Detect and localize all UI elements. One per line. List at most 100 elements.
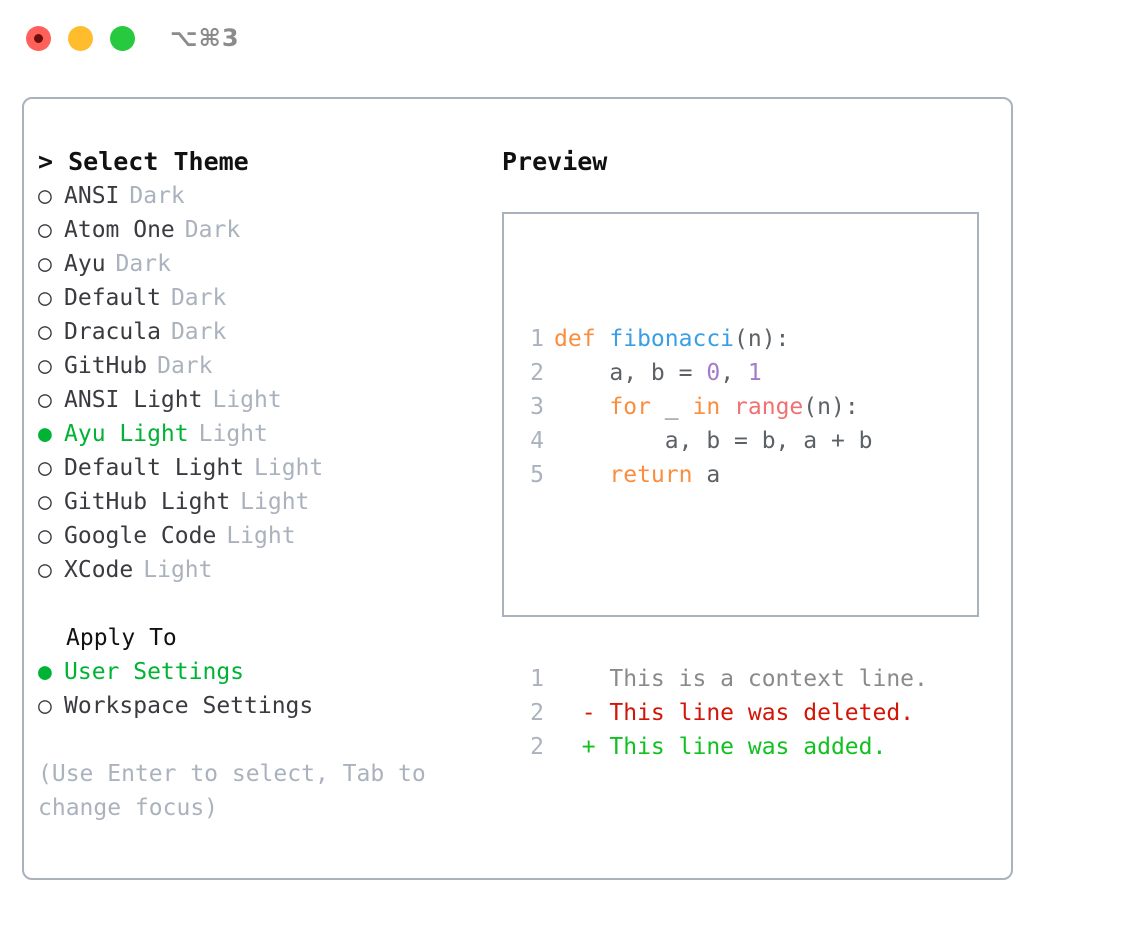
preview-title: Preview bbox=[502, 147, 608, 176]
apply-to-option[interactable]: ○ Workspace Settings bbox=[38, 689, 488, 723]
code-token: def bbox=[554, 326, 610, 352]
theme-list-item[interactable]: ○ Ayu Dark bbox=[38, 247, 488, 281]
apply-to-list[interactable]: ● User Settings ○ Workspace Settings bbox=[38, 655, 488, 723]
theme-list-item[interactable]: ○ GitHub Dark bbox=[38, 349, 488, 383]
code-token: (n): bbox=[734, 326, 790, 352]
diff-marker: + bbox=[554, 734, 596, 760]
theme-name-label: Ayu bbox=[64, 251, 106, 277]
diff-line: 1 This is a context line. bbox=[516, 662, 971, 696]
line-number: 5 bbox=[530, 462, 544, 488]
theme-name-label: ANSI Light bbox=[64, 387, 203, 413]
radio-unselected-icon: ○ bbox=[38, 489, 52, 515]
keyboard-hint-text: (Use Enter to select, Tab to change focu… bbox=[38, 761, 440, 821]
close-dot-icon[interactable] bbox=[26, 26, 51, 51]
code-line: 2 a, b = 0, 1 bbox=[516, 356, 971, 390]
apply-to-header: Apply To bbox=[66, 625, 177, 651]
code-token: a, b = b, a + b bbox=[554, 428, 873, 454]
line-number: 1 bbox=[530, 666, 544, 692]
title-bar: ⌥⌘3 bbox=[0, 0, 1140, 78]
code-diff-separator bbox=[516, 560, 971, 594]
radio-unselected-icon: ○ bbox=[38, 353, 52, 379]
radio-unselected-icon: ○ bbox=[38, 693, 52, 719]
keyboard-shortcut-label: ⌥⌘3 bbox=[170, 24, 240, 52]
code-token: range bbox=[734, 394, 804, 420]
theme-name-label: Ayu Light bbox=[64, 421, 189, 447]
theme-kind-label: Dark bbox=[157, 353, 213, 379]
code-token: a, b = bbox=[554, 360, 707, 386]
code-line: 4 a, b = b, a + b bbox=[516, 424, 971, 458]
radio-unselected-icon: ○ bbox=[38, 557, 52, 583]
theme-name-label: Default bbox=[64, 285, 161, 311]
theme-kind-label: Dark bbox=[170, 319, 227, 345]
diff-line: 2 - This line was deleted. bbox=[516, 696, 971, 730]
code-token: 1 bbox=[747, 360, 762, 386]
code-token: return bbox=[609, 462, 693, 488]
theme-list-item[interactable]: ○ ANSI Light Light bbox=[38, 383, 488, 417]
diff-sample: 1 This is a context line.2 - This line w… bbox=[516, 662, 971, 764]
theme-kind-label: Light bbox=[226, 523, 296, 549]
theme-name-label: GitHub bbox=[64, 353, 148, 379]
theme-list-item[interactable]: ○ GitHub Light Light bbox=[38, 485, 488, 519]
minimize-dot-icon[interactable] bbox=[68, 26, 93, 51]
line-number: 3 bbox=[530, 394, 544, 420]
theme-kind-label: Light bbox=[143, 557, 213, 583]
theme-kind-label: Dark bbox=[129, 183, 185, 209]
apply-to-option[interactable]: ● User Settings bbox=[38, 655, 488, 689]
select-theme-header: > Select Theme bbox=[38, 147, 249, 176]
code-token: for bbox=[609, 394, 651, 420]
radio-unselected-icon: ○ bbox=[38, 285, 52, 311]
line-number: 2 bbox=[530, 734, 544, 760]
code-token: fibonacci bbox=[609, 326, 735, 352]
theme-name-label: Default Light bbox=[64, 455, 245, 481]
code-token: (n): bbox=[803, 394, 859, 420]
theme-kind-label: Light bbox=[198, 421, 268, 447]
window-controls bbox=[26, 26, 135, 51]
radio-unselected-icon: ○ bbox=[38, 251, 52, 277]
theme-name-label: Dracula bbox=[64, 319, 161, 345]
diff-marker: - bbox=[554, 700, 596, 726]
radio-unselected-icon: ○ bbox=[38, 387, 52, 413]
theme-kind-label: Light bbox=[254, 455, 324, 481]
code-token: _ bbox=[650, 394, 693, 420]
line-number: 4 bbox=[530, 428, 544, 454]
radio-selected-icon: ● bbox=[38, 421, 52, 447]
theme-name-label: Google Code bbox=[64, 523, 217, 549]
radio-unselected-icon: ○ bbox=[38, 217, 52, 243]
theme-kind-label: Light bbox=[240, 489, 310, 515]
code-line: 3 for _ in range(n): bbox=[516, 390, 971, 424]
theme-name-label: XCode bbox=[64, 557, 134, 583]
apply-to-label: User Settings bbox=[64, 659, 245, 685]
line-number: 1 bbox=[530, 326, 544, 352]
theme-name-label: GitHub Light bbox=[64, 489, 231, 515]
code-token bbox=[554, 394, 609, 420]
maximize-dot-icon[interactable] bbox=[110, 26, 135, 51]
theme-list-item[interactable]: ○ XCode Light bbox=[38, 553, 488, 587]
theme-list-item[interactable]: ● Ayu Light Light bbox=[38, 417, 488, 451]
theme-kind-label: Dark bbox=[115, 251, 171, 277]
radio-unselected-icon: ○ bbox=[38, 523, 52, 549]
diff-marker bbox=[554, 666, 596, 692]
code-token bbox=[720, 394, 734, 420]
line-number: 2 bbox=[530, 360, 544, 386]
theme-name-label: ANSI bbox=[64, 183, 120, 209]
section-spacer bbox=[38, 587, 488, 621]
radio-selected-icon: ● bbox=[38, 659, 52, 685]
radio-unselected-icon: ○ bbox=[38, 183, 52, 209]
code-token: , bbox=[720, 360, 748, 386]
theme-list-item[interactable]: ○ ANSI Dark bbox=[38, 179, 488, 213]
code-line: 5 return a bbox=[516, 458, 971, 492]
theme-list-item[interactable]: ○ Dracula Dark bbox=[38, 315, 488, 349]
theme-kind-label: Light bbox=[212, 387, 282, 413]
theme-name-label: Atom One bbox=[64, 217, 175, 243]
radio-unselected-icon: ○ bbox=[38, 319, 52, 345]
apply-to-label: Workspace Settings bbox=[64, 693, 314, 719]
theme-list-item[interactable]: ○ Google Code Light bbox=[38, 519, 488, 553]
